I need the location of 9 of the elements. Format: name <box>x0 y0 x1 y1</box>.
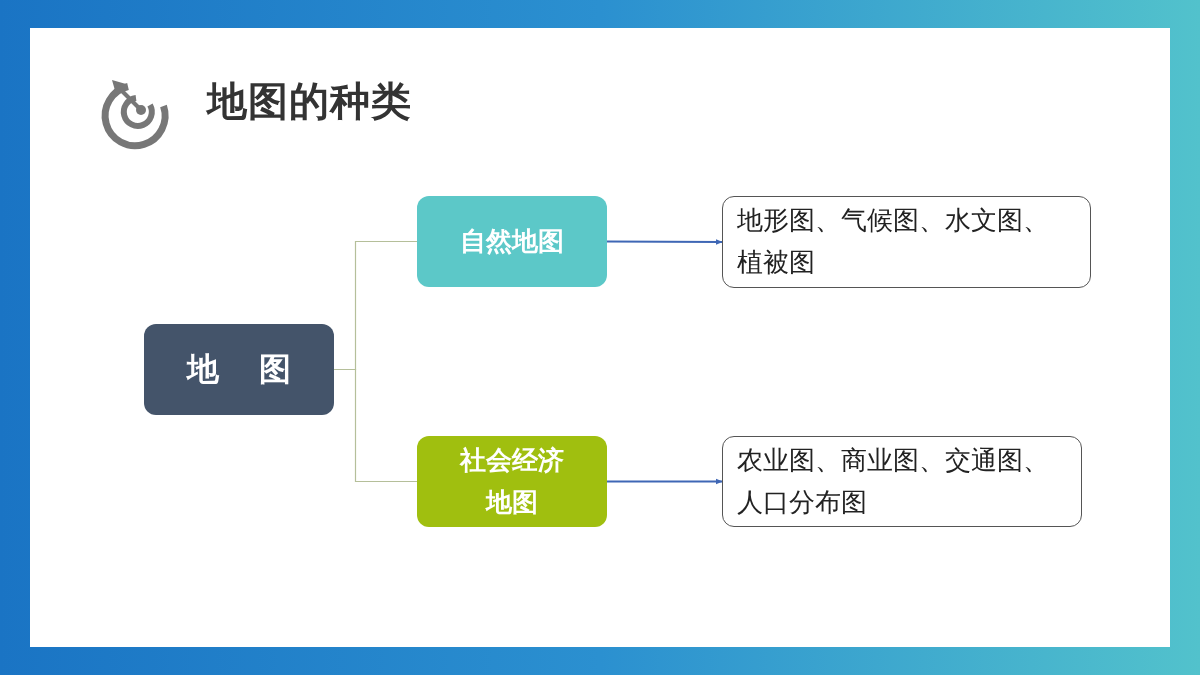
arrow <box>606 478 723 485</box>
root-box: 地 图 <box>144 324 334 415</box>
category-box: 自然地图 <box>417 196 607 287</box>
example-box: 地形图、气候图、水文图、植被图 <box>722 196 1091 288</box>
category-box: 社会经济地图 <box>417 436 607 527</box>
example-box: 农业图、商业图、交通图、人口分布图 <box>722 436 1082 527</box>
arrow <box>606 239 723 245</box>
connector-line <box>333 368 418 483</box>
title: 地图的种类 <box>207 77 412 126</box>
